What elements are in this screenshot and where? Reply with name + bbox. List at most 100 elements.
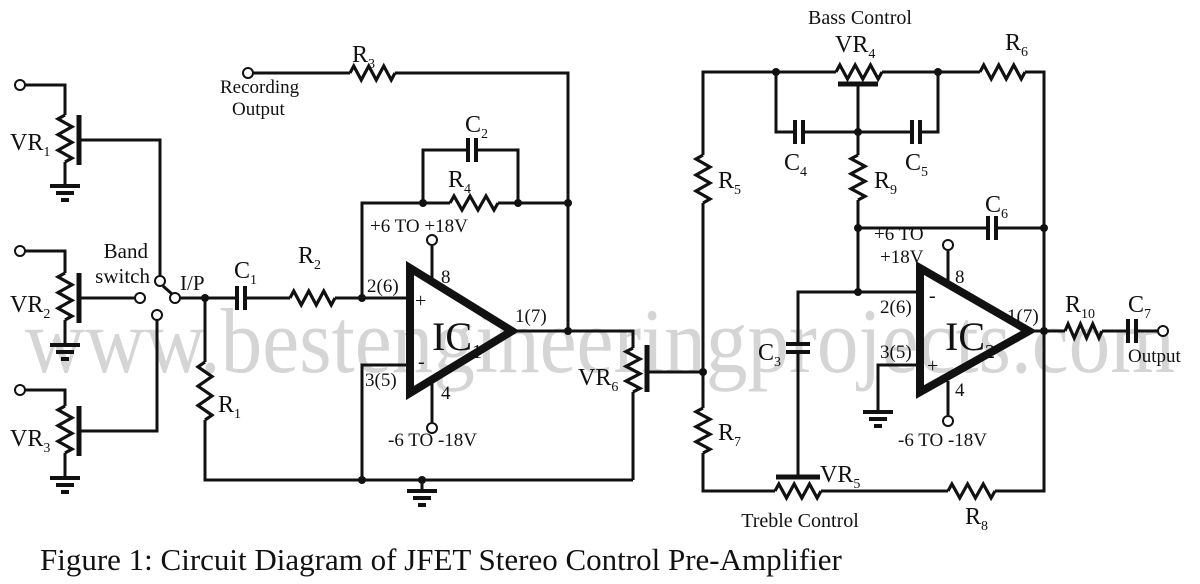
- ic1-vminus-terminal: [426, 422, 438, 434]
- label-r10-sub: 10: [1081, 307, 1095, 322]
- label-r6: R6: [1005, 30, 1028, 60]
- label-r3-sub: 3: [368, 57, 375, 72]
- c2-wire-left: [421, 148, 468, 203]
- vr1-wire: [25, 83, 67, 115]
- label-vr1: VR1: [10, 130, 50, 160]
- label-ip: I/P: [180, 271, 205, 295]
- label-c3-sub: 3: [774, 355, 781, 370]
- label-c6-sub: 6: [1001, 207, 1008, 222]
- label-ic1-vminus: -6 TO -18V: [388, 430, 477, 451]
- ic2-vminus-terminal: [942, 415, 954, 427]
- label-c4: C4: [784, 150, 807, 180]
- label-vr6-main: VR: [578, 365, 611, 391]
- label-vr2-main: VR: [10, 292, 43, 318]
- label-r7-sub: 7: [734, 435, 741, 450]
- label-bass-control: Bass Control: [808, 7, 912, 29]
- label-r4: R4: [448, 167, 471, 197]
- output-terminal: [1157, 325, 1169, 337]
- vr2-input-terminal: [14, 245, 26, 257]
- junction-dot: [1040, 327, 1048, 335]
- label-r5: R5: [718, 168, 741, 198]
- r9-resistor: [847, 153, 869, 202]
- label-ic2-vminus: -6 TO -18V: [898, 430, 987, 451]
- label-ic2-sub: 2: [985, 341, 995, 363]
- label-vr4-main: VR: [835, 32, 868, 58]
- vr1-input-terminal: [14, 79, 26, 91]
- label-r7: R7: [718, 420, 741, 450]
- r2-resistor: [288, 287, 337, 309]
- label-c1: C1: [234, 258, 257, 288]
- ic2-plus-wire: [876, 363, 920, 410]
- label-r4-sub: 4: [464, 182, 471, 197]
- label-r6-sub: 6: [1021, 45, 1028, 60]
- figure-caption: Figure 1: Circuit Diagram of JFET Stereo…: [40, 542, 843, 577]
- switch-arm: [162, 284, 173, 296]
- vr5-resistor: [773, 480, 823, 502]
- label-r10-main: R: [1065, 292, 1081, 318]
- label-c3: C3: [758, 340, 781, 370]
- vr2-wire: [25, 249, 67, 273]
- label-r2-main: R: [298, 243, 314, 269]
- label-ic2-vplus-1: +6 TO: [874, 224, 924, 245]
- label-ic1-vplus: +6 TO +18V: [370, 216, 468, 237]
- label-r5-sub: 5: [734, 183, 741, 198]
- label-r3: R3: [352, 42, 375, 72]
- label-ic2-pin-in-plus: 3(5): [880, 342, 912, 363]
- switch-contact-2: [134, 292, 146, 304]
- label-ic1-pin-out: 1(7): [515, 306, 547, 327]
- r6-resistor: [978, 61, 1027, 83]
- junction-dot: [854, 128, 862, 136]
- label-vr1-main: VR: [10, 130, 43, 156]
- label-vr5: VR5: [820, 462, 860, 492]
- label-vr3: VR3: [10, 426, 50, 456]
- label-r7-main: R: [718, 420, 734, 446]
- label-ic1-pin-8: 8: [441, 267, 451, 288]
- ground-bus: [203, 420, 633, 482]
- label-minus: -: [929, 285, 936, 307]
- c5-wire: [920, 72, 940, 134]
- ic1-opamp: [406, 260, 520, 401]
- label-ic1-sub: 1: [472, 341, 482, 363]
- label-r8-sub: 8: [981, 519, 988, 534]
- label-r1: R1: [218, 392, 241, 422]
- c2-wire-right: [476, 148, 520, 203]
- label-vr2: VR2: [10, 292, 50, 322]
- label-vr3-main: VR: [10, 426, 43, 452]
- label-ic2-pin-8: 8: [955, 267, 965, 288]
- junction-dot: [1040, 224, 1048, 232]
- label-c5: C5: [905, 150, 928, 180]
- r3-return-wire: [395, 71, 570, 331]
- label-c3-main: C: [758, 340, 774, 366]
- label-switch: switch: [95, 264, 150, 288]
- label-vr5-main: VR: [820, 462, 853, 488]
- label-r6-main: R: [1005, 30, 1021, 56]
- label-r2: R2: [298, 243, 321, 273]
- r5-resistor: [692, 153, 714, 205]
- label-output: Output: [1128, 346, 1182, 367]
- vr6-resistor: [622, 346, 644, 394]
- label-ic2: IC2: [945, 314, 995, 363]
- label-treble-control: Treble Control: [741, 510, 859, 532]
- label-c2-sub: 2: [481, 127, 488, 142]
- label-vr6-sub: 6: [611, 380, 618, 395]
- recording-output-terminal: [242, 67, 254, 79]
- label-vr6: VR6: [578, 365, 618, 395]
- label-r9-sub: 9: [890, 183, 897, 198]
- vr3-resistor: [54, 404, 76, 455]
- r7-resistor: [692, 406, 714, 455]
- label-c1-main: C: [234, 258, 250, 284]
- ic2-opamp: [916, 261, 1038, 399]
- label-vr4: VR4: [835, 32, 875, 62]
- label-c6: C6: [985, 192, 1008, 222]
- label-c6-main: C: [985, 192, 1001, 218]
- r3-resistor: [348, 62, 397, 84]
- label-recording-output: Output: [232, 99, 286, 120]
- label-c2: C2: [465, 112, 488, 142]
- label-c7: C7: [1128, 292, 1151, 322]
- ic1-vplus-terminal: [426, 234, 438, 246]
- ic2-vplus-terminal: [942, 239, 954, 251]
- c3-wire-top: [796, 290, 920, 344]
- label-c4-main: C: [784, 150, 800, 176]
- vr4-resistor: [834, 61, 884, 83]
